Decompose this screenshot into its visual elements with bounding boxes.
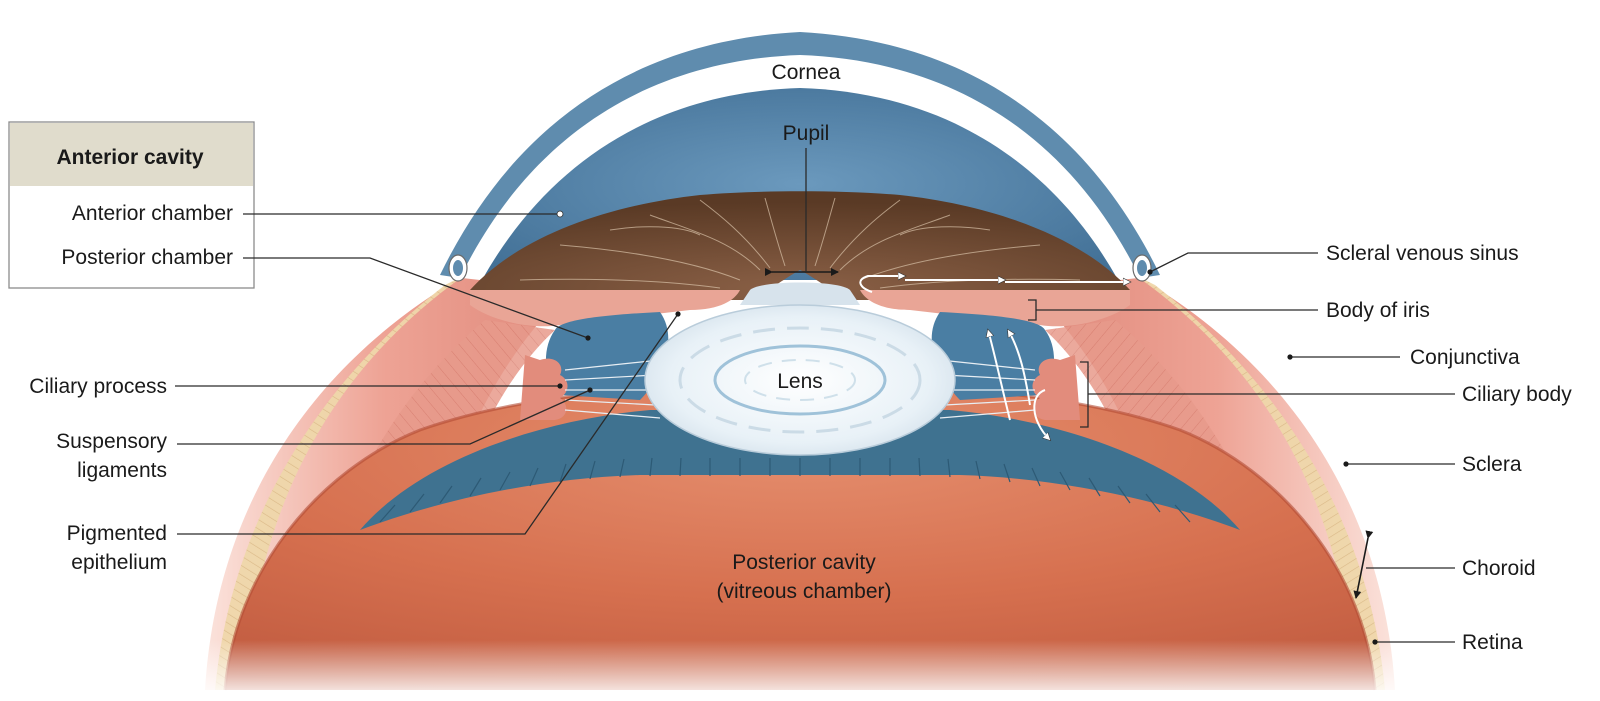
ciliary-process-left [520,355,568,420]
label-conjunctiva: Conjunctiva [1410,346,1520,369]
suspensory-ligaments [564,359,1036,419]
label-suspensory-ligaments-2: ligaments [77,459,167,482]
aqueous-flow-arrows [859,276,1130,440]
label-body-of-iris: Body of iris [1326,299,1430,322]
label-retina: Retina [1462,631,1523,654]
posterior-chamber-right [931,312,1055,400]
iris [470,191,1130,300]
label-ciliary-body: Ciliary body [1462,383,1572,406]
ciliary-process-right [1032,355,1080,420]
label-scleral-venous-sinus: Scleral venous sinus [1326,242,1519,265]
legend-item-posterior-chamber: Posterior chamber [61,246,233,269]
label-posterior-cavity-sub: (vitreous chamber) [716,580,891,603]
legend-item-anterior-chamber: Anterior chamber [72,202,233,225]
label-suspensory-ligaments: Suspensory [56,430,167,453]
label-choroid: Choroid [1462,557,1536,580]
label-cornea: Cornea [772,61,841,84]
pigmented-epithelium-fringe [379,457,1191,523]
legend-box: Anterior cavity Anterior chamber Posteri… [8,121,255,289]
label-sclera: Sclera [1462,453,1522,476]
leader-lines [175,210,1455,645]
cornea [440,32,1160,278]
choroid-thickness-arrow [1353,530,1374,599]
label-pigmented-epithelium: Pigmented [67,522,167,545]
lens [644,282,956,456]
label-pupil: Pupil [783,122,830,145]
body-of-iris [470,290,740,327]
label-pigmented-epithelium-2: epithelium [71,551,167,574]
label-posterior-cavity: Posterior cavity [732,551,876,574]
legend-title: Anterior cavity [56,146,203,169]
label-ciliary-process: Ciliary process [29,375,167,398]
label-lens: Lens [777,370,823,393]
